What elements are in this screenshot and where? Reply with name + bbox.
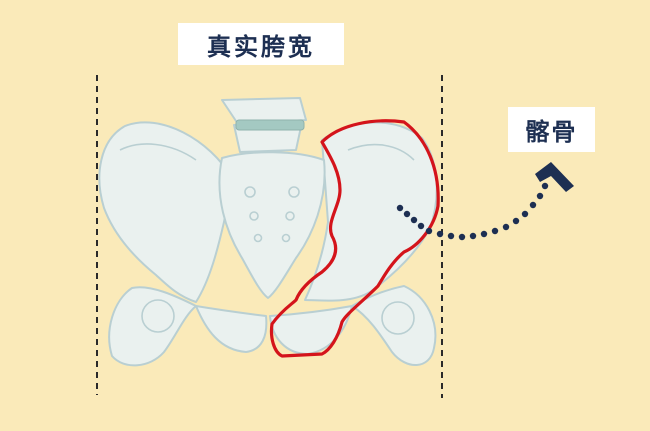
right-hip-socket — [381, 301, 415, 335]
sacral-foramen — [281, 233, 291, 243]
left-ilium-contour — [119, 143, 197, 161]
lumbar-vertebra-top — [221, 97, 307, 125]
sacral-foramen — [249, 211, 259, 221]
ilium-highlight-outline — [269, 119, 440, 358]
sacral-foramen — [285, 211, 295, 221]
left-hip-socket — [141, 299, 175, 333]
ilium-label: 髂骨 — [508, 107, 595, 152]
sacral-foramen — [244, 186, 256, 198]
right-ilium — [304, 121, 438, 302]
left-ischium — [108, 286, 197, 367]
bone-details — [119, 143, 415, 335]
sacral-foramen — [253, 233, 263, 243]
left-ilium — [98, 121, 233, 303]
pelvis-bones — [98, 97, 438, 367]
intervertebral-disc — [235, 119, 305, 131]
dotted-arrow — [396, 182, 549, 241]
right-ischium — [351, 285, 437, 366]
true-hip-width-label: 真实胯宽 — [178, 23, 344, 65]
sacral-foramen — [288, 186, 300, 198]
right-ilium-contour — [347, 143, 415, 161]
left-pubis — [195, 305, 268, 353]
arrow-head-icon — [535, 162, 574, 192]
sacrum — [218, 151, 326, 299]
